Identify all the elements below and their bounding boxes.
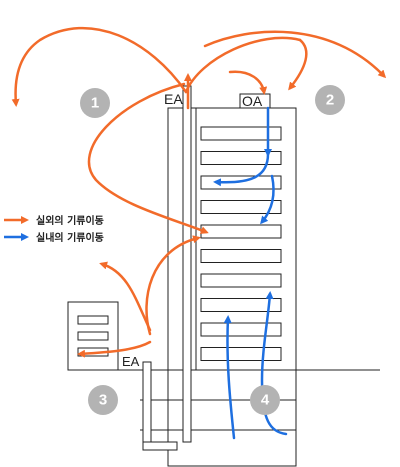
outdoor-flow-into-oa bbox=[228, 70, 268, 95]
badge-2-label: 2 bbox=[326, 92, 334, 109]
oa-top-label: OA bbox=[242, 93, 263, 109]
side-window-1 bbox=[77, 315, 109, 325]
side-ea-duct bbox=[142, 361, 178, 451]
badge-4-circle bbox=[250, 385, 280, 415]
exhaust-duct bbox=[182, 85, 192, 443]
floor-slabs bbox=[200, 126, 282, 361]
ea-top-label: EA bbox=[164, 91, 183, 107]
indoor-airflows bbox=[213, 106, 288, 440]
indoor-flow-down-shaft bbox=[260, 174, 275, 225]
floor-slab bbox=[200, 298, 282, 312]
floor-slab bbox=[200, 273, 282, 288]
floor-slab bbox=[200, 249, 282, 263]
badge-1-label: 1 bbox=[91, 95, 99, 112]
outdoor-flow-through-building bbox=[87, 82, 209, 234]
floor-slab bbox=[200, 224, 282, 239]
outdoor-flow-side-exhaust bbox=[77, 340, 152, 358]
badge-2-circle bbox=[315, 85, 345, 115]
legend-item-outdoor: 실외의 기류이동 bbox=[4, 214, 104, 227]
indoor-flow-rise-right bbox=[260, 291, 288, 436]
floor-slab bbox=[200, 200, 282, 214]
exhaust-duct-shaft bbox=[182, 85, 192, 443]
floor-slab bbox=[200, 151, 282, 165]
side-building bbox=[67, 301, 119, 371]
side-window-2 bbox=[77, 331, 109, 341]
legend-item-indoor: 실내의 기류이동 bbox=[4, 231, 104, 244]
outdoor-flow-far-right bbox=[203, 30, 387, 79]
badge-3-label: 3 bbox=[99, 392, 107, 409]
outdoor-airflows bbox=[11, 26, 387, 358]
badge-2: 2 bbox=[315, 85, 345, 115]
badge-3: 3 bbox=[88, 385, 118, 415]
indoor-flow-floor-left bbox=[213, 152, 270, 187]
legend-indoor-label: 실내의 기류이동 bbox=[36, 231, 104, 244]
side-ea-duct-elbow bbox=[142, 441, 178, 451]
badge-1-circle bbox=[80, 88, 110, 118]
ea-side-label: EA bbox=[122, 354, 140, 369]
legend: 실외의 기류이동 실내의 기류이동 bbox=[4, 214, 104, 244]
badge-1: 1 bbox=[80, 88, 110, 118]
floor-slab bbox=[200, 347, 282, 361]
badge-3-circle bbox=[88, 385, 118, 415]
side-ea-duct-pipe bbox=[142, 361, 152, 445]
outdoor-flow-exhaust-left bbox=[11, 26, 188, 107]
outdoor-flow-into-oa-right bbox=[288, 38, 308, 91]
badge-4: 4 bbox=[250, 385, 280, 415]
oa-intake-box bbox=[239, 93, 271, 109]
outdoor-flow-side-up-left bbox=[99, 261, 152, 332]
outdoor-flow-top-right bbox=[184, 36, 302, 94]
indoor-flow-rise-left bbox=[223, 315, 236, 440]
legend-outdoor-label: 실외의 기류이동 bbox=[36, 214, 104, 227]
floor-slab bbox=[200, 322, 282, 337]
floor-slab bbox=[200, 126, 282, 141]
badge-4-label: 4 bbox=[261, 392, 270, 409]
